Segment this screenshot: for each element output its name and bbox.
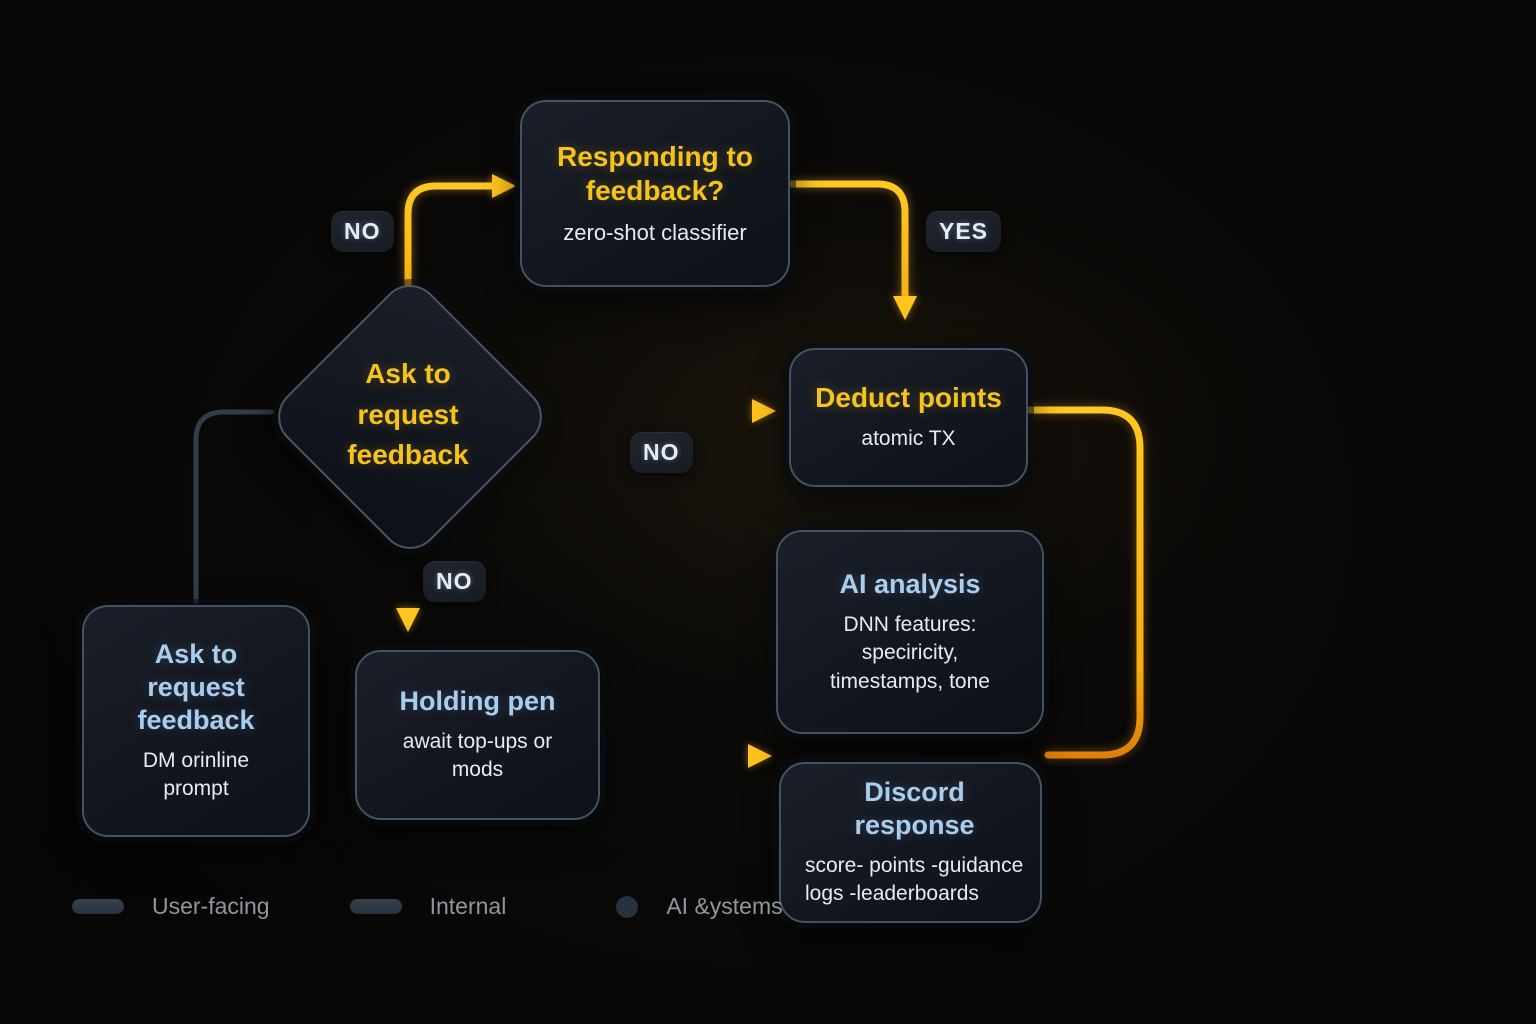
node-subtitle: atomic TX: [861, 427, 956, 451]
node-title: Deduct points: [815, 382, 1002, 414]
arrowhead-right-3: [748, 744, 772, 768]
edge-decision-to-askleft: [193, 409, 275, 605]
node-title: Discord response: [854, 777, 975, 841]
legend-label: Internal: [429, 893, 507, 919]
edge-label-yes: YES: [926, 211, 1002, 252]
ai-systems-dot-marker: [616, 895, 639, 918]
node-discord-response: Discord response score- points -guidance…: [779, 762, 1042, 923]
node-subtitle: zero-shot classifier: [563, 219, 747, 245]
node-ask-to-request-feedback-dm: Ask to request feedback DM orinline prom…: [82, 605, 310, 837]
legend-label: User-facing: [152, 893, 270, 919]
legend-item-internal: Internal: [349, 893, 507, 920]
node-title: AI analysis: [839, 569, 981, 600]
node-title: Holding pen: [399, 686, 556, 717]
node-holding-pen: Holding pen await top-ups or mods: [355, 650, 600, 820]
node-subtitle: score- points -guidance logs -leaderboar…: [805, 852, 1023, 909]
node-responding-to-feedback: Responding to feedback? zero-shot classi…: [520, 100, 790, 287]
node-subtitle: await top-ups or mods: [402, 730, 553, 782]
node-title: Ask to request feedback: [268, 275, 548, 555]
subtitle-line-2: logs -leaderboards: [805, 882, 979, 906]
decision-title-text: Ask to request feedback: [347, 358, 469, 471]
node-deduct-points: Deduct points atomic TX: [789, 348, 1028, 487]
edge-label-no-mid: NO: [630, 432, 693, 473]
legend-item-user-facing: User-facing: [72, 893, 270, 920]
node-title: Ask to request feedback: [137, 639, 255, 736]
node-title: Responding to feedback?: [557, 140, 753, 206]
arrowhead-down-1: [893, 296, 917, 320]
arrowhead-down-2: [396, 608, 420, 632]
node-decision-ask-to-request-feedback: Ask to request feedback: [265, 272, 555, 562]
node-subtitle: DNN features: speciricity, timestamps, t…: [830, 612, 990, 693]
node-subtitle: DM orinline prompt: [142, 749, 250, 801]
legend-label: AI &ystems: [666, 893, 783, 919]
internal-pill-marker: [349, 899, 402, 914]
arrowhead-right-1: [492, 174, 516, 198]
user-facing-pill-marker: [72, 899, 124, 914]
legend-item-ai-systems: AI &ystems: [616, 893, 783, 920]
legend: User-facing Internal AI &ystems: [72, 893, 783, 920]
node-ai-analysis: AI analysis DNN features: speciricity, t…: [776, 530, 1044, 734]
edge-deduct-to-discord: [1026, 406, 1144, 759]
edge-label-no-down: NO: [423, 561, 486, 602]
edge-label-no-top: NO: [331, 211, 394, 252]
arrowhead-right-2: [752, 399, 776, 423]
subtitle-line-1: score- points -guidance: [805, 854, 1024, 878]
edge-yes-to-deduct: [788, 180, 909, 300]
